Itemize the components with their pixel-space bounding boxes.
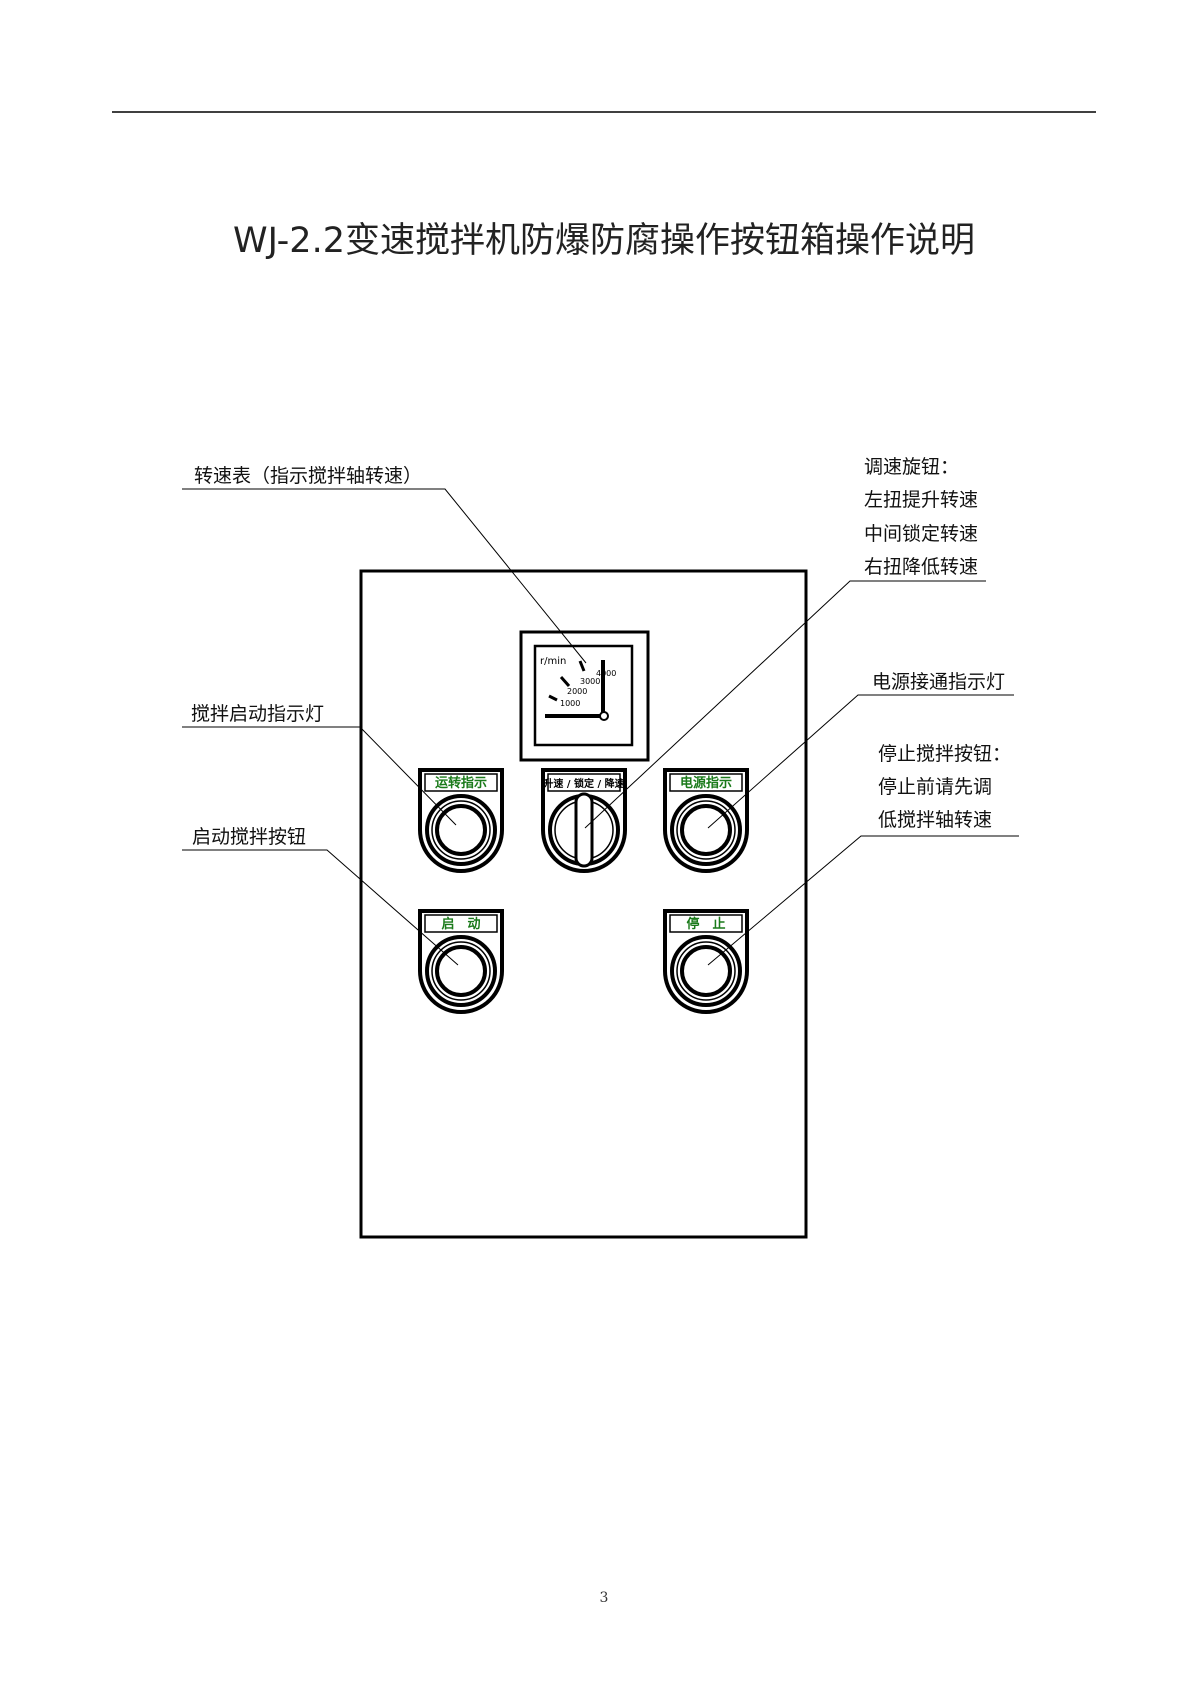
- stop-button[interactable]: 停 止: [663, 909, 749, 1014]
- nameplate-label: 升速 / 锁定 / 降速: [543, 777, 624, 790]
- power-indicator-lamp[interactable]: 电源指示: [663, 768, 749, 873]
- page-number: 3: [600, 1590, 609, 1606]
- run-indicator-lamp[interactable]: 运转指示: [418, 768, 504, 873]
- tachometer: r/min 1000 2000 3000 4000: [519, 630, 650, 762]
- nameplate: [669, 914, 743, 933]
- callout-speed-knob-1: 调速旋钮：: [864, 456, 959, 478]
- callout-stop-button-2: 停止前请先调: [878, 776, 992, 798]
- nameplate: [547, 773, 621, 792]
- nameplate-label: 启 动: [441, 916, 480, 932]
- nameplate: [669, 773, 743, 792]
- gauge-tick-1000: 1000: [560, 699, 580, 708]
- speed-selector-knob[interactable]: 升速 / 锁定 / 降速: [541, 768, 627, 873]
- callout-stop-button-1: 停止搅拌按钮：: [878, 743, 1011, 765]
- callout-speed-knob-2: 左扭提升转速: [864, 489, 978, 511]
- nameplate-label: 运转指示: [435, 775, 487, 791]
- callout-leaders: [182, 488, 1019, 966]
- gauge-tick-3000: 3000: [580, 677, 600, 686]
- callout-start-button: 启动搅拌按钮: [192, 826, 306, 848]
- gauge-tick-2000: 2000: [567, 687, 587, 696]
- callout-tachometer: 转速表（指示搅拌轴转速）: [194, 465, 422, 487]
- callout-stop-button-3: 低搅拌轴转速: [878, 809, 992, 831]
- gauge-unit: r/min: [540, 656, 566, 667]
- knob-handle-icon: [574, 792, 594, 868]
- page-title: WJ-2.2变速搅拌机防爆防腐操作按钮箱操作说明: [233, 221, 975, 261]
- control-box-panel: [359, 569, 808, 1239]
- push-button-icon: [435, 945, 487, 997]
- start-button[interactable]: 启 动: [418, 909, 504, 1014]
- lamp-lens-icon: [680, 804, 732, 856]
- callout-speed-knob-3: 中间锁定转速: [864, 523, 978, 545]
- callout-speed-knob-4: 右扭降低转速: [864, 556, 978, 578]
- nameplate-label: 电源指示: [680, 775, 732, 791]
- callout-run-indicator: 搅拌启动指示灯: [191, 703, 324, 725]
- callout-power-indicator: 电源接通指示灯: [872, 671, 1005, 693]
- push-button-icon: [680, 945, 732, 997]
- gauge-tick-4000: 4000: [596, 669, 616, 678]
- nameplate: [424, 914, 498, 933]
- nameplate: [424, 773, 498, 792]
- nameplate-label: 停 止: [686, 916, 725, 932]
